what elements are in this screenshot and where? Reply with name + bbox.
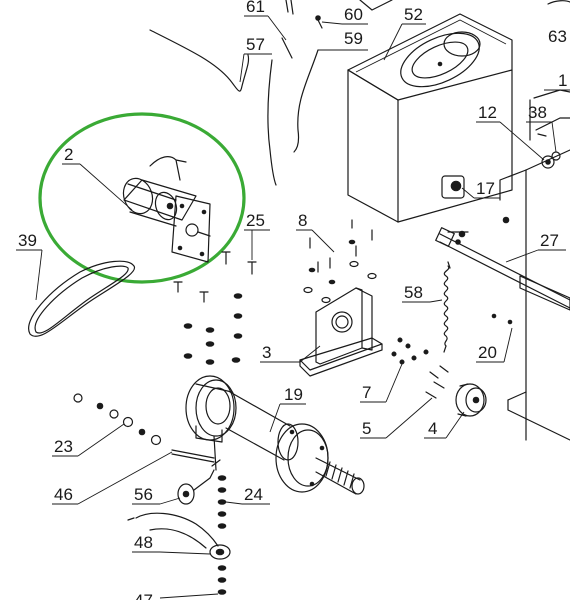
part-7-washers <box>391 337 429 365</box>
label-57: 57 <box>239 35 272 83</box>
svg-text:39: 39 <box>18 231 37 250</box>
svg-text:20: 20 <box>478 343 497 362</box>
svg-text:48: 48 <box>134 533 153 552</box>
svg-text:24: 24 <box>244 485 263 504</box>
svg-text:27: 27 <box>540 231 559 250</box>
highlight-circle-part-2 <box>38 112 246 284</box>
part-58-spring <box>443 261 451 353</box>
part-24-washer-stack <box>217 475 227 595</box>
label-61: 61 <box>244 0 287 41</box>
svg-text:38: 38 <box>528 103 547 122</box>
part-59-cable <box>293 49 319 153</box>
part-4-roller <box>455 383 487 417</box>
svg-text:60: 60 <box>344 5 363 24</box>
svg-text:23: 23 <box>54 437 73 456</box>
label-12: 12 <box>476 103 545 161</box>
part-57-cable <box>149 29 250 92</box>
label-1: 1 <box>544 71 570 91</box>
svg-text:58: 58 <box>404 283 423 302</box>
label-52: 52 <box>383 5 426 61</box>
svg-text:5: 5 <box>362 419 371 438</box>
part-52-housing <box>347 13 513 223</box>
svg-text:63: 63 <box>548 27 567 46</box>
label-2: 2 <box>62 145 133 211</box>
label-25: 25 <box>244 211 270 260</box>
svg-text:61: 61 <box>246 0 265 16</box>
svg-text:19: 19 <box>284 385 303 404</box>
part-56-sensor <box>177 459 221 505</box>
label-19: 19 <box>269 385 306 433</box>
label-5: 5 <box>360 397 433 439</box>
svg-text:1: 1 <box>558 71 567 90</box>
label-8: 8 <box>296 211 335 253</box>
svg-text:52: 52 <box>404 5 423 24</box>
part-60-bracket <box>315 0 393 29</box>
part-57-cable-2 <box>267 59 277 186</box>
part-2-motor <box>122 156 211 263</box>
label-46: 46 <box>52 451 173 505</box>
svg-text:47: 47 <box>134 591 153 600</box>
label-39: 39 <box>16 231 43 301</box>
part-12-38-fasteners <box>502 133 561 224</box>
svg-text:3: 3 <box>262 343 271 362</box>
part-5-screws <box>425 313 513 399</box>
label-7: 7 <box>360 363 403 403</box>
part-48-pulley-cable <box>127 512 231 560</box>
label-38: 38 <box>526 103 557 153</box>
part-19-shaft-assembly <box>185 375 365 495</box>
svg-text:56: 56 <box>134 485 153 504</box>
label-56: 56 <box>132 485 181 505</box>
label-23: 23 <box>52 423 125 457</box>
part-27-rod <box>435 227 570 311</box>
svg-text:2: 2 <box>64 145 73 164</box>
part-1-machine-body <box>499 89 570 441</box>
svg-text:59: 59 <box>344 29 363 48</box>
label-17: 17 <box>461 179 500 199</box>
part-61-wire <box>281 0 294 59</box>
svg-text:7: 7 <box>362 383 371 402</box>
label-3: 3 <box>260 343 321 363</box>
label-48: 48 <box>132 533 211 555</box>
svg-text:8: 8 <box>298 211 307 230</box>
part-3-mount-bracket <box>299 287 383 377</box>
label-63: 63 <box>547 0 570 46</box>
svg-text:46: 46 <box>54 485 73 504</box>
label-47: 47 <box>134 591 219 600</box>
svg-text:25: 25 <box>246 211 265 230</box>
part-23-nuts <box>73 393 162 446</box>
part-46-rod <box>171 449 215 463</box>
svg-text:4: 4 <box>428 419 437 438</box>
part-25-bolts <box>173 251 257 365</box>
part-8-bolts <box>303 219 377 304</box>
label-59: 59 <box>318 29 368 51</box>
part-39-belt <box>28 260 136 337</box>
svg-text:17: 17 <box>476 179 495 198</box>
label-58: 58 <box>402 283 443 303</box>
svg-text:12: 12 <box>478 103 497 122</box>
svg-text:57: 57 <box>246 35 265 54</box>
label-27: 27 <box>505 231 566 263</box>
label-4: 4 <box>424 411 465 439</box>
label-24: 24 <box>225 485 270 505</box>
label-20: 20 <box>476 327 513 363</box>
label-60: 60 <box>321 5 368 25</box>
